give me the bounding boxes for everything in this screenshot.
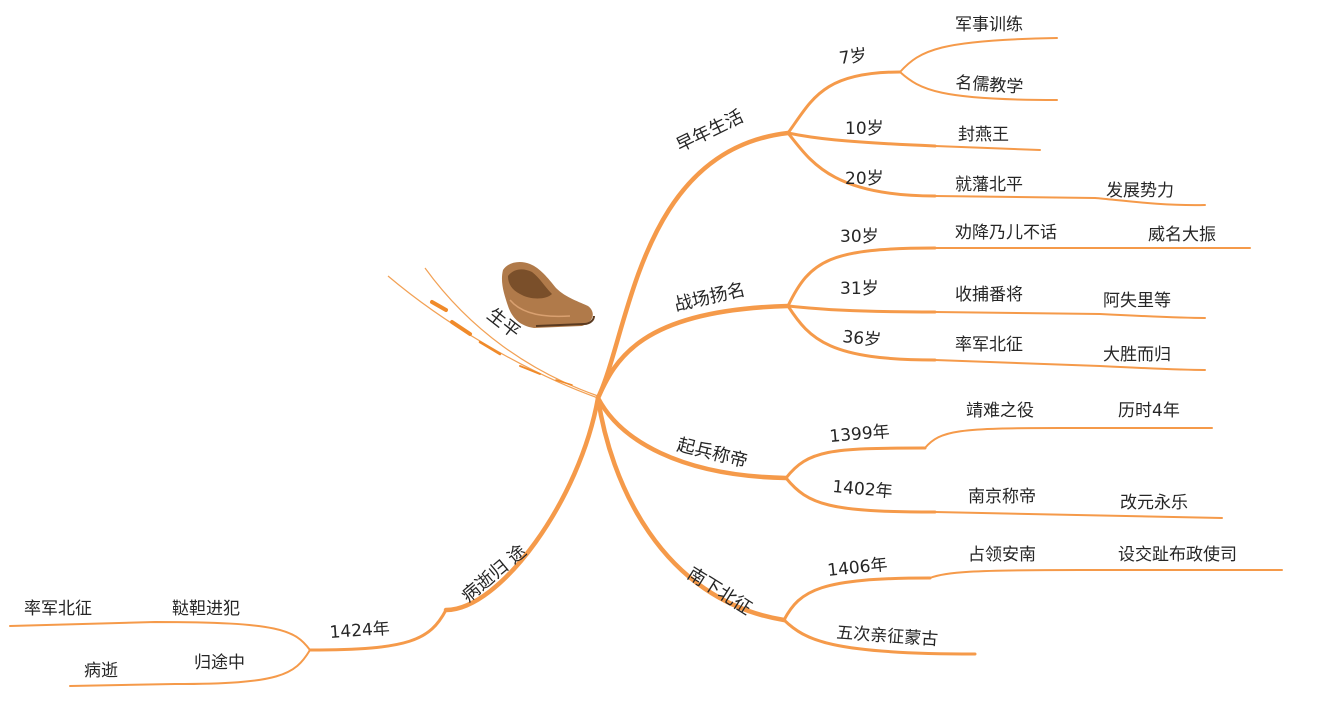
node-confucian-teaching: 名儒教学 <box>955 73 1024 98</box>
node-four-years: 历时4年 <box>1118 401 1180 421</box>
node-yongle: 改元永乐 <box>1120 493 1188 513</box>
node-beiping: 就藩北平 <box>955 175 1023 195</box>
node-north-campaign-36: 率军北征 <box>955 335 1023 355</box>
node-30-age: 30岁 <box>840 227 879 247</box>
node-36-age: 36岁 <box>841 327 882 351</box>
branch-label-south-north: 南下北征 <box>683 563 755 619</box>
node-military-training: 军事训练 <box>955 15 1023 35</box>
node-1406: 1406年 <box>826 555 888 581</box>
node-tatar-invasion: 鞑靼进犯 <box>172 599 240 619</box>
node-ashili: 阿失里等 <box>1103 291 1171 311</box>
branch-label-uprising: 起兵称帝 <box>675 434 750 472</box>
node-persuade-surrender: 劝降乃儿不话 <box>955 223 1057 243</box>
node-king-yan: 封燕王 <box>958 125 1009 145</box>
node-nanjing-emperor: 南京称帝 <box>968 487 1036 507</box>
root-decoration <box>387 267 599 399</box>
node-10-age: 10岁 <box>845 119 884 139</box>
node-1399: 1399年 <box>829 422 891 447</box>
node-fame: 威名大振 <box>1148 225 1216 245</box>
node-1402: 1402年 <box>832 477 894 502</box>
branch-label-death-journey: 病逝归 途 <box>458 541 531 607</box>
branch-lines <box>9 37 1283 687</box>
shoe-icon <box>501 262 595 328</box>
node-victory: 大胜而归 <box>1103 345 1171 365</box>
node-capture-generals: 收捕番将 <box>955 285 1023 305</box>
node-31-age: 31岁 <box>840 279 879 299</box>
node-annam: 占领安南 <box>968 545 1036 565</box>
node-jiaozhi: 设交趾布政使司 <box>1118 544 1237 565</box>
node-death: 病逝 <box>84 661 118 681</box>
node-7-age: 7岁 <box>838 45 868 69</box>
node-five-campaigns: 五次亲征蒙古 <box>836 623 939 650</box>
node-1424: 1424年 <box>329 619 391 643</box>
node-north-campaign-1424: 率军北征 <box>24 599 92 619</box>
node-jingnan: 靖难之役 <box>966 401 1034 421</box>
node-develop-power: 发展势力 <box>1106 181 1174 201</box>
node-20-age: 20岁 <box>845 169 884 189</box>
node-return-journey: 归途中 <box>194 653 245 673</box>
